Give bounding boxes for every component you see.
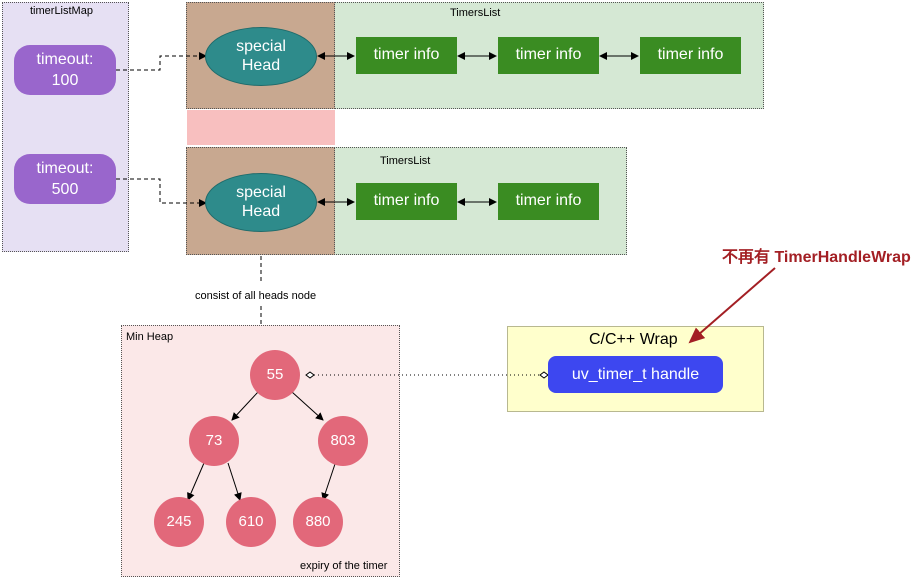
edge-55-803 bbox=[291, 391, 324, 421]
timer-info-box: timer info bbox=[498, 183, 599, 220]
edge-55-73 bbox=[231, 391, 259, 421]
heap-node: 245 bbox=[154, 497, 204, 547]
special-head-1: special Head bbox=[205, 27, 317, 86]
timers-list-2-title: TimersList bbox=[380, 155, 431, 167]
heap-node: 610 bbox=[226, 497, 276, 547]
special-head-2-line2: Head bbox=[241, 203, 281, 220]
heap-node: 73 bbox=[189, 416, 239, 466]
heads-link-label: consist of all heads node bbox=[195, 290, 317, 302]
special-head-1-line1: special bbox=[236, 38, 286, 55]
edge-73-610 bbox=[227, 462, 242, 501]
uv-timer-handle: uv_timer_t handle bbox=[548, 356, 723, 393]
link-timeout100-to-head bbox=[116, 52, 207, 71]
heap-node: 803 bbox=[318, 416, 368, 466]
timeout-500-pill: timeout: 500 bbox=[14, 154, 116, 204]
special-head-2-line1: special bbox=[236, 184, 286, 201]
wrap-title: C/C++ Wrap bbox=[589, 331, 678, 348]
link-timeout500-to-head bbox=[116, 178, 207, 207]
timer-list-map-title: timerListMap bbox=[30, 5, 93, 17]
timeout-500-value: 500 bbox=[51, 181, 79, 198]
edge-803-880 bbox=[321, 463, 336, 501]
min-heap-title: Min Heap bbox=[126, 331, 174, 343]
annotation-arrow bbox=[688, 267, 776, 344]
timeout-100-pill: timeout: 100 bbox=[14, 45, 116, 95]
min-heap-footer: expiry of the timer bbox=[300, 560, 388, 572]
timers-list-1-title: TimersList bbox=[450, 7, 501, 19]
timer-info-box: timer info bbox=[356, 37, 457, 74]
special-head-1-line2: Head bbox=[241, 57, 281, 74]
heap-node: 55 bbox=[250, 350, 300, 400]
timeout-100-label: timeout: bbox=[36, 51, 94, 68]
timer-list-map-panel bbox=[2, 2, 129, 252]
heap-node: 880 bbox=[293, 497, 343, 547]
timer-info-box: timer info bbox=[498, 37, 599, 74]
timeout-100-value: 100 bbox=[51, 72, 79, 89]
annotation-label: 不再有 TimerHandleWrap bbox=[722, 249, 911, 266]
timeout-500-label: timeout: bbox=[36, 160, 94, 177]
gap-block bbox=[187, 110, 335, 145]
edge-73-245 bbox=[187, 462, 205, 501]
special-head-2: special Head bbox=[205, 173, 317, 232]
timer-info-box: timer info bbox=[356, 183, 457, 220]
timer-info-box: timer info bbox=[640, 37, 741, 74]
